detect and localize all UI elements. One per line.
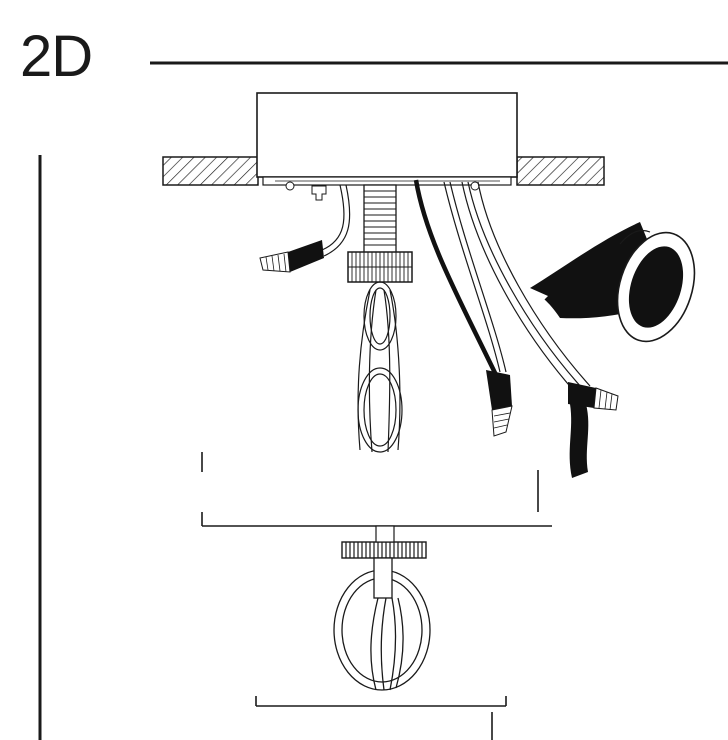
chain-icon	[357, 281, 403, 453]
threaded-nipple-icon	[363, 184, 397, 254]
ceiling-right-hatch-icon	[516, 156, 605, 186]
knurled-ring-icon	[341, 525, 427, 559]
step-label: 2D	[20, 24, 93, 89]
chain-loop-icon	[333, 557, 431, 691]
ground-wire-nut-icon	[259, 184, 351, 273]
black-wire-icon	[413, 179, 513, 437]
hex-nut-icon	[347, 251, 413, 283]
ceiling-left-hatch-icon	[162, 156, 259, 186]
taped-wire-nut-icon	[568, 382, 619, 478]
ceiling-canopy-box-icon	[256, 92, 518, 201]
white-wires-icon	[443, 181, 591, 393]
electrical-tape-roll-icon	[530, 222, 696, 343]
fixture-canopy-bracket-icon	[201, 452, 552, 527]
lower-bracket-icon	[255, 696, 507, 740]
